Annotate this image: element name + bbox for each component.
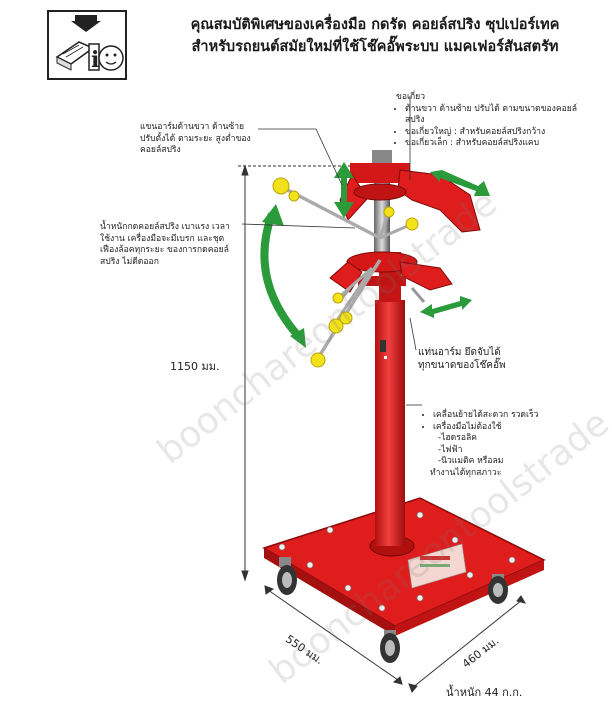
callout-clamp: แท่นอาร์ม ยึดจับได้ ทุกขนาดของโช๊คอั๊พ xyxy=(418,347,506,371)
callout-mobility-subitem: -ไฟฟ้า xyxy=(438,444,463,455)
handle-knobs xyxy=(272,177,419,368)
title-line-2: สำหรับรถยนต์สมัยใหม่ที่ใช้โช๊คอั๊พระบบ แ… xyxy=(191,39,559,55)
callout-jaws: ขอเกี่ยว ด้านขวา ด้านซ้าย ปรับได้ ตามขนา… xyxy=(396,92,592,150)
green-motion-arrows xyxy=(260,162,490,348)
callout-lever: น้ำหนักกดคอยล์สปริง เบาแรง เวลาใช้งาน เค… xyxy=(100,222,230,267)
callout-jaws-item: ด้านขวา ด้านซ้าย ปรับได้ ตามขนาดของคอยล์… xyxy=(405,104,592,127)
callout-arms: แขนอาร์มด้านขวา ด้านซ้าย ปรับตั้งได้ ตาม… xyxy=(140,122,251,155)
callout-mobility-subitem: -นิวแมติค หรือลม xyxy=(438,456,504,466)
callout-leader-lines xyxy=(241,96,422,406)
callout-mobility: เคลื่อนย้ายได้สะดวก รวดเร็ว เครื่องมือไม… xyxy=(424,410,564,479)
callout-jaws-item: ขอเกี่ยวเล็ก : สำหรับคอยล์สปริงแคบ xyxy=(405,138,592,150)
callout-mobility-item: เคลื่อนย้ายได้สะดวก รวดเร็ว xyxy=(433,410,564,422)
manual-info-logo: i xyxy=(47,10,127,80)
title-line-1: คุณสมบัติพิเศษของเครื่องมือ กดรัด คอยล์ส… xyxy=(190,17,560,33)
page-title: คุณสมบัติพิเศษของเครื่องมือ กดรัด คอยล์ส… xyxy=(150,14,600,58)
height-dimension-line xyxy=(238,164,360,582)
weight-label: น้ำหนัก 44 ก.ก. xyxy=(446,686,523,699)
callout-jaws-item: ขอเกี่ยวใหญ่ : สำหรับคอยล์สปริงกว้าง xyxy=(405,127,592,139)
callout-mobility-subitem: -ไฮดรอลิค xyxy=(438,433,478,443)
base-plate xyxy=(262,497,546,636)
height-dimension-label: 1150 มม. xyxy=(170,360,220,373)
manual-info-icon: i xyxy=(55,15,124,73)
callout-mobility-item: เครื่องมือไม่ต้องใช้ xyxy=(433,422,564,434)
caster-wheels xyxy=(277,557,508,663)
callout-jaws-heading: ขอเกี่ยว xyxy=(396,92,426,102)
svg-text:i: i xyxy=(91,47,99,73)
callout-mobility-footer: ทำงานได้ทุกสภาวะ xyxy=(430,467,502,478)
depth-dimension-line xyxy=(264,585,403,685)
width-dimension-line xyxy=(408,595,527,693)
